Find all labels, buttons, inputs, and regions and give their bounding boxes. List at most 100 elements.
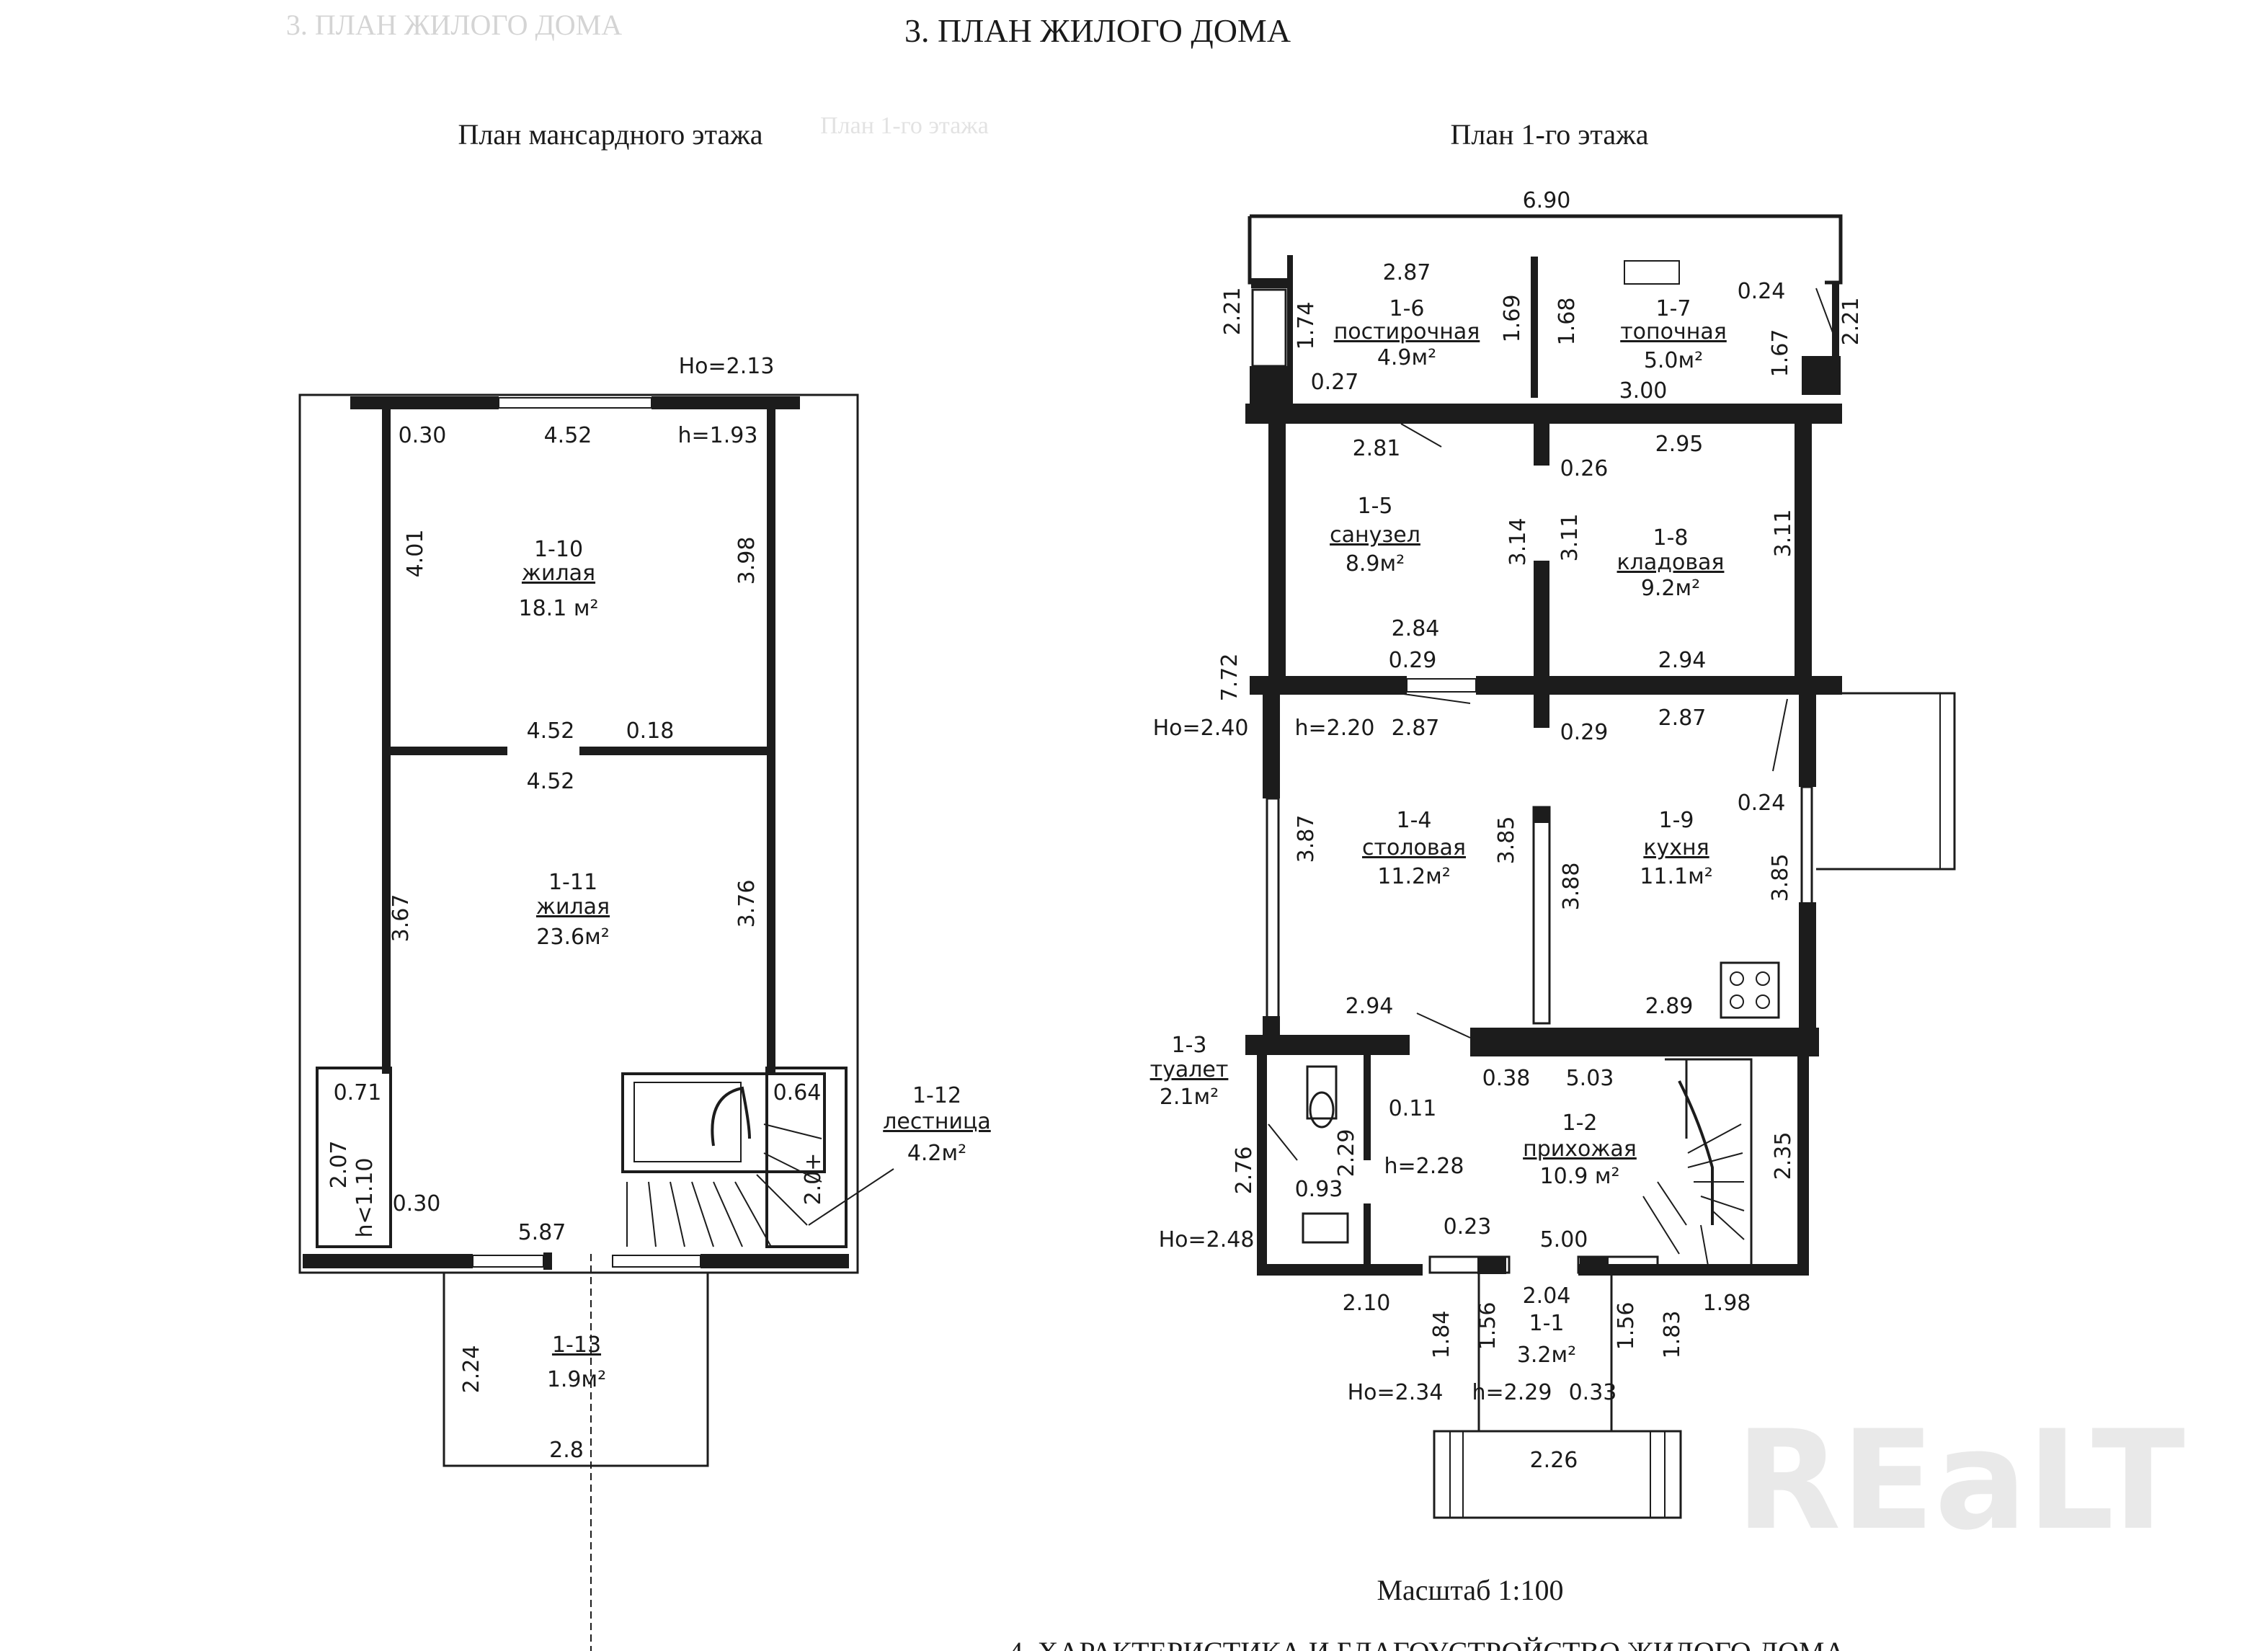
- room-name: прихожая: [1523, 1136, 1637, 1162]
- leader-line: [1268, 1123, 1298, 1161]
- ground-window: [1251, 288, 1287, 368]
- dimension-label: 3.11: [1771, 509, 1796, 558]
- leader-line: [1772, 698, 1788, 772]
- dimension-label: 5.03: [1566, 1066, 1614, 1091]
- room-area: 11.1м²: [1640, 864, 1712, 889]
- dimension-label: Ho=2.34: [1348, 1380, 1444, 1405]
- ground-wall: [1364, 1203, 1371, 1265]
- attic-window: [472, 1255, 544, 1268]
- ground-wall: [1250, 676, 1407, 695]
- side-terrace: [1816, 692, 1956, 871]
- dimension-label: 0.29: [1389, 648, 1437, 673]
- ghost-header-text: 3. ПЛАН ЖИЛОГО ДОМА: [286, 9, 622, 41]
- ground-wall: [1250, 366, 1290, 406]
- attic-window: [498, 397, 652, 409]
- dimension-label: 1.69: [1500, 295, 1525, 343]
- ground-wall: [1477, 1257, 1506, 1274]
- ground-wall: [1578, 1264, 1809, 1276]
- dimension-label: 2.87: [1392, 716, 1440, 741]
- footer-section-title: 4. ХАРАКТЕРИСТИКА И БЛАГОУСТРОЙСТВО ЖИЛО…: [1009, 1636, 1846, 1651]
- ground-wall: [1797, 1056, 1809, 1273]
- dimension-label: 2.87: [1658, 706, 1707, 731]
- dimension-label: 5.87: [518, 1220, 566, 1245]
- dimension-label: Ho=2.48: [1159, 1227, 1255, 1252]
- leader-line: [1400, 423, 1442, 448]
- room-number: 1-1: [1529, 1311, 1565, 1336]
- dimension-label: 2.8: [549, 1438, 584, 1463]
- dimension-label: 3.67: [388, 894, 414, 943]
- attic-bottom-wall: [303, 1254, 473, 1268]
- dimension-label: 1.74: [1294, 302, 1319, 350]
- dimension-label: 3.85: [1494, 816, 1519, 865]
- room-number: 1-5: [1358, 494, 1393, 519]
- ghost-subtitle-text: План 1-го этажа: [820, 112, 989, 139]
- dimension-label: 3.11: [1557, 514, 1583, 562]
- attic-top-wall: [652, 396, 800, 409]
- dimension-label: 3.98: [734, 537, 760, 585]
- dimension-label: 0.71: [334, 1080, 382, 1105]
- sink-icon: [1302, 1212, 1349, 1244]
- ground-wall: [1531, 257, 1538, 398]
- dimension-label: 0.24: [1738, 791, 1786, 816]
- room-area: 9.2м²: [1641, 576, 1700, 601]
- dimension-label: 3.87: [1294, 815, 1319, 863]
- ground-plan: 1-6 постирочная 4.9м² 1-7 топочная 5.0м²…: [1150, 188, 1956, 1519]
- ground-wall: [1257, 1264, 1423, 1276]
- dimension-label: 1.98: [1703, 1291, 1751, 1316]
- room-number: 1-13: [552, 1332, 601, 1358]
- room-number: 1-6: [1389, 296, 1425, 321]
- dimension-label: 2.87: [1383, 260, 1431, 285]
- room-area: 4.9м²: [1377, 345, 1436, 370]
- boiler-icon: [1624, 260, 1680, 285]
- dimension-label: 0.30: [399, 423, 447, 448]
- attic-plan: 1-10 жилая 18.1 м² 1-11 жилая 23.6м² 1-1…: [298, 354, 991, 1651]
- attic-plan-title: План мансардного этажа: [458, 118, 762, 151]
- dimension-label: h<1.10: [352, 1158, 378, 1238]
- dimension-label: 1.84: [1429, 1311, 1454, 1359]
- dimension-label: 2.81: [1353, 436, 1401, 461]
- dimension-label: 2.07: [326, 1141, 352, 1189]
- dimension-label: 0.11: [1389, 1096, 1437, 1121]
- attic-right-wall: [767, 409, 775, 1074]
- ground-window: [1800, 786, 1813, 905]
- dimension-label: 6.90: [1523, 188, 1571, 213]
- dimension-label: 1.67: [1768, 329, 1793, 378]
- dimension-label: 2.26: [1530, 1448, 1578, 1473]
- dimension-label: 2.76: [1232, 1147, 1257, 1195]
- dimension-label: 3.00: [1619, 378, 1668, 404]
- room-name: топочная: [1620, 319, 1727, 344]
- dimension-label: 4.52: [527, 718, 575, 744]
- ground-wall: [1534, 695, 1549, 728]
- dimension-label: 1.56: [1475, 1302, 1500, 1350]
- stove-burner: [1730, 971, 1744, 986]
- attic-bottom-wall: [701, 1254, 849, 1268]
- dimension-label: 0.64: [773, 1080, 822, 1105]
- stove-burner: [1730, 994, 1744, 1009]
- dimension-label: 0.33: [1569, 1380, 1617, 1405]
- dimension-label: 2.89: [1645, 994, 1694, 1019]
- dimension-label: 1.56: [1614, 1302, 1639, 1350]
- ground-wall: [1534, 561, 1549, 682]
- dimension-label: 0.23: [1444, 1214, 1492, 1240]
- ground-wall: [1470, 1028, 1819, 1056]
- room-name: жилая: [536, 894, 610, 920]
- ground-door: [1577, 1255, 1659, 1274]
- ground-wall: [1795, 422, 1812, 679]
- ground-wall: [1799, 677, 1816, 787]
- dimension-label: 2.24: [459, 1345, 484, 1394]
- room-area: 3.2м²: [1517, 1343, 1576, 1368]
- toilet-icon: [1309, 1091, 1335, 1129]
- ground-wall: [1532, 806, 1551, 1025]
- room-number: 1-3: [1172, 1033, 1207, 1058]
- dimension-label: h=2.29: [1472, 1380, 1552, 1405]
- dimension-label: 4.52: [544, 423, 592, 448]
- dimension-label: 1.83: [1660, 1311, 1685, 1359]
- room-area: 1.9м²: [547, 1367, 606, 1392]
- stove-burner: [1756, 971, 1770, 986]
- room-name: постирочная: [1334, 319, 1480, 344]
- ground-door: [1464, 404, 1537, 423]
- ground-wall: [1364, 1055, 1371, 1160]
- room-name: лестница: [883, 1109, 991, 1134]
- room-number: 1-7: [1656, 296, 1691, 321]
